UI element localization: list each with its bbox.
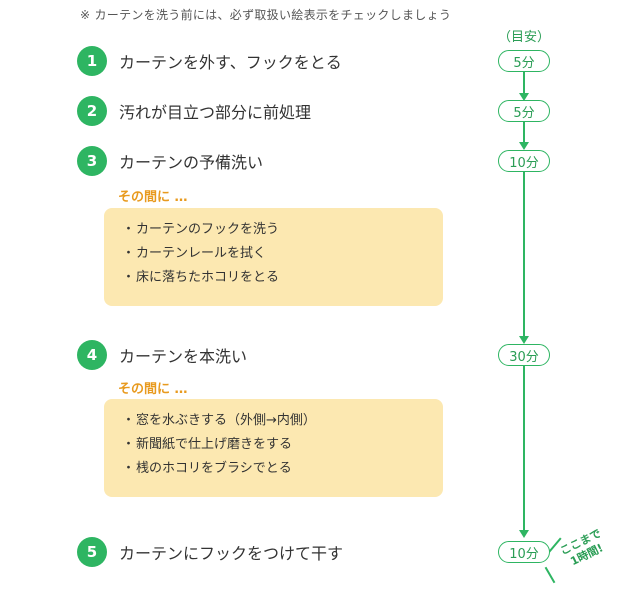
list-item: ・カーテンのフックを洗う <box>122 218 443 242</box>
timeline-connector <box>523 366 525 532</box>
step-3: 3 カーテンの予備洗い <box>77 146 263 176</box>
timeline-connector <box>523 172 525 338</box>
list-item-text: 桟のホコリをブラシでとる <box>136 461 292 476</box>
step-number: 5 <box>77 537 107 567</box>
time-estimate-header: （目安） <box>498 30 551 45</box>
bullet: ・ <box>122 413 136 428</box>
step-number: 1 <box>77 46 107 76</box>
step-5: 5 カーテンにフックをつけて干す <box>77 537 343 567</box>
list-item-text: 窓を水ぶきする（外側→内側） <box>136 413 316 428</box>
step-number: 2 <box>77 96 107 126</box>
accent-tick <box>544 566 556 584</box>
bullet: ・ <box>122 270 136 285</box>
list-item: ・窓を水ぶきする（外側→内側） <box>122 409 443 433</box>
step-label: カーテンを外す、フックをとる <box>119 53 342 72</box>
timeline-arrow <box>519 530 529 538</box>
step-label: カーテンを本洗い <box>119 347 248 366</box>
bullet: ・ <box>122 461 136 476</box>
caution-note: ※ カーテンを洗う前には、必ず取扱い絵表示をチェックしましょう <box>80 8 452 22</box>
bullet: ・ <box>122 246 136 261</box>
step-time-badge: 5分 <box>498 50 550 72</box>
meanwhile-box: ・カーテンのフックを洗う ・カーテンレールを拭く ・床に落ちたホコリをとる <box>104 208 443 306</box>
timeline-connector <box>523 121 525 143</box>
list-item: ・新聞紙で仕上げ磨きをする <box>122 433 443 457</box>
bullet: ・ <box>122 222 136 237</box>
list-item: ・カーテンレールを拭く <box>122 242 443 266</box>
step-time-badge: 30分 <box>498 344 550 366</box>
step-label: 汚れが目立つ部分に前処理 <box>119 103 312 122</box>
step-label: カーテンの予備洗い <box>119 153 264 172</box>
list-item-text: 新聞紙で仕上げ磨きをする <box>136 437 293 452</box>
timeline-connector <box>523 72 525 94</box>
step-number: 3 <box>77 146 107 176</box>
step-4: 4 カーテンを本洗い <box>77 340 247 370</box>
meanwhile-box: ・窓を水ぶきする（外側→内側） ・新聞紙で仕上げ磨きをする ・桟のホコリをブラシ… <box>104 399 443 497</box>
timeline-arrow <box>519 336 529 344</box>
list-item-text: カーテンのフックを洗う <box>136 222 280 237</box>
step-number: 4 <box>77 340 107 370</box>
step-time-badge: 10分 <box>498 150 550 172</box>
timeline-arrow <box>519 142 529 150</box>
list-item-text: 床に落ちたホコリをとる <box>136 270 280 285</box>
timeline-arrow <box>519 93 529 101</box>
meanwhile-label: その間に … <box>118 382 188 397</box>
step-1: 1 カーテンを外す、フックをとる <box>77 46 342 76</box>
step-time-badge: 5分 <box>498 100 550 122</box>
bullet: ・ <box>122 437 136 452</box>
step-2: 2 汚れが目立つ部分に前処理 <box>77 96 311 126</box>
step-label: カーテンにフックをつけて干す <box>119 544 344 563</box>
list-item: ・桟のホコリをブラシでとる <box>122 457 443 481</box>
step-time-badge: 10分 <box>498 541 550 563</box>
list-item: ・床に落ちたホコリをとる <box>122 266 443 290</box>
list-item-text: カーテンレールを拭く <box>136 246 267 261</box>
meanwhile-label: その間に … <box>118 190 188 205</box>
total-time-note: ここまで 1時間! <box>558 527 610 571</box>
